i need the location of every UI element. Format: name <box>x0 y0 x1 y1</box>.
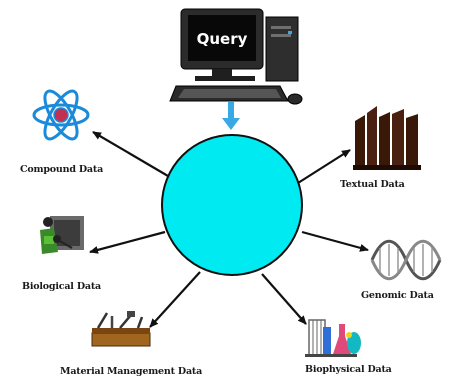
query-label: Query <box>197 30 248 48</box>
arrow-biological <box>89 230 166 254</box>
textual-data-label: Textual Data <box>340 179 405 190</box>
compound-data-label: Compound Data <box>20 164 104 175</box>
query-computer-icon: Query <box>169 8 303 130</box>
arrow-biophysical <box>261 273 307 325</box>
material-management-data-label: Material Management Data <box>60 366 203 377</box>
atom-icon <box>32 89 90 141</box>
arrow-material <box>149 271 201 328</box>
arrow-compound <box>92 131 169 177</box>
lab-glassware-icon <box>305 319 361 357</box>
books-icon <box>353 106 421 170</box>
genomic-data-label: Genomic Data <box>361 290 434 301</box>
toolbox-icon <box>91 311 151 347</box>
arrow-genomic <box>301 230 369 252</box>
biological-data-label: Biological Data <box>22 281 101 292</box>
central-hub <box>161 134 303 276</box>
biophysical-data-label: Biophysical Data <box>305 364 392 375</box>
dna-helix-icon <box>370 239 442 281</box>
connector-arrows <box>89 131 369 328</box>
scientist-icon <box>40 216 84 254</box>
arrow-textual <box>297 149 351 184</box>
